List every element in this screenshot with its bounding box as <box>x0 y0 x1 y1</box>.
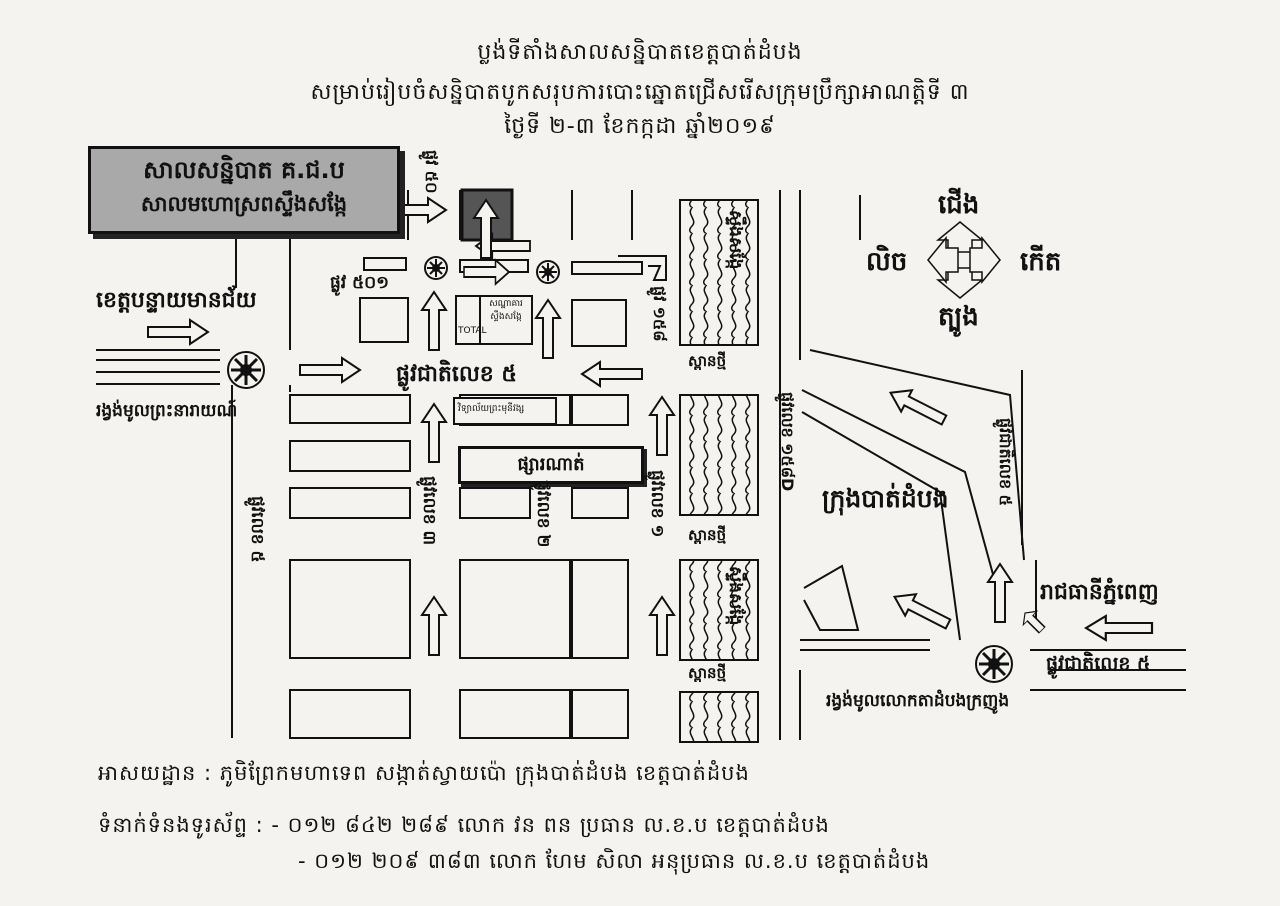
roundabout-east-icon <box>974 644 1014 684</box>
nr5-north-label: ផ្លូវជាតិលេខ ៥ <box>996 418 1015 506</box>
banteay-meanchey-label: ខេត្តបន្ទាយមានជ័យ <box>96 288 257 313</box>
street-2-label: ផ្លូវលេខ ២ <box>533 480 553 548</box>
roundabout-small-icon <box>424 256 448 280</box>
roundabout-east-label: រង្វង់មូលលោកតាដំបងក្រញូង <box>826 691 1010 711</box>
bridge-3-label: ស្ពានថ្មី <box>688 664 727 682</box>
contact-line-1: ទំនាក់ទំនងទូរស័ព្ទ : - ០១២ ៨៤២ ២៨៩ លោក វ… <box>98 813 830 837</box>
market-label: ផ្សារណាត់ <box>458 446 644 484</box>
phnom-penh-label: រាជធានីភ្នំពេញ <box>1040 580 1159 605</box>
bridge-1-label: ស្ពានថ្មី <box>688 352 727 370</box>
street-top-label: ផ្លូវ ៥០ <box>422 150 441 194</box>
compass-north: ជើង <box>938 190 980 220</box>
roundabout-small-icon <box>536 260 560 284</box>
roundabout-west-label: រង្វង់មូលព្រះនារាយណ៍ <box>96 401 238 421</box>
compass-south: ត្បូង <box>938 302 979 332</box>
address-line: អាសយដ្ឋាន : ភូមិព្រែកមហាទេព សង្កាត់ស្វាយ… <box>98 761 750 785</box>
bridge-2-label: ស្ពានថ្មី <box>688 526 727 544</box>
street-far-west-label: ផ្លូវលេខ ៥ <box>247 496 267 563</box>
street-158-label: ផ្លូវ ១៥៨ <box>650 286 669 342</box>
venue-label-box: សាលសន្និបាត គ.ជ.ប សាលមហោស្រពស្ទឹងសង្កែ <box>88 146 400 234</box>
river-upper-label: ស្ទឹងសង្កែ <box>725 210 745 270</box>
total-station-label: TOTAL <box>458 326 487 336</box>
hotel-label: សណ្ឋាគារ ស្ទឹងសង្កែ <box>489 299 523 322</box>
street-158d-label: ផ្លូវលេខ ១៥៨D <box>778 392 797 492</box>
venue-title: សាលសន្និបាត គ.ជ.ប <box>143 156 345 184</box>
compass-west: លិច <box>866 247 908 277</box>
compass-icon <box>927 221 1001 299</box>
roundabout-west-icon <box>226 350 266 390</box>
school-label: វិទ្យាល័យព្រះមុនីវង្ស <box>458 404 525 414</box>
title-line-2: សម្រាប់រៀបចំសន្និបាតបូកសរុបការបោះឆ្នោតជ្… <box>310 80 970 105</box>
map-lines <box>96 155 1186 743</box>
street-501-label: ផ្លូវ ៥០១ <box>330 273 390 293</box>
city-label: ក្រុងបាត់ដំបង <box>822 484 949 513</box>
title-line-1: ប្លង់ទីតាំងសាលសន្និបាតខេត្តបាត់ដំបង <box>477 40 803 65</box>
venue-subtitle: សាលមហោស្រពស្ទឹងសង្កែ <box>140 192 348 216</box>
street-3-label: ផ្លូវលេខ ៣ <box>419 476 439 546</box>
title-line-3: ថ្ងៃទី ២-៣ ខែកក្កដា ឆ្នាំ២០១៩ <box>504 114 776 139</box>
river-lower-label: ស្ទឹងសង្កែ <box>725 566 745 626</box>
nr5-label: ផ្លូវជាតិលេខ ៥ <box>396 362 517 387</box>
nr5-east-label: ផ្លូវជាតិលេខ ៥ <box>1046 653 1151 675</box>
contact-line-2: - ០១២ ២០៩ ៣៨៣ លោក ហែម សិលា អនុប្រធាន ល.ខ… <box>298 849 931 873</box>
compass-east: កើត <box>1020 247 1062 277</box>
street-1-label: ផ្លូវលេខ ១ <box>647 470 667 538</box>
